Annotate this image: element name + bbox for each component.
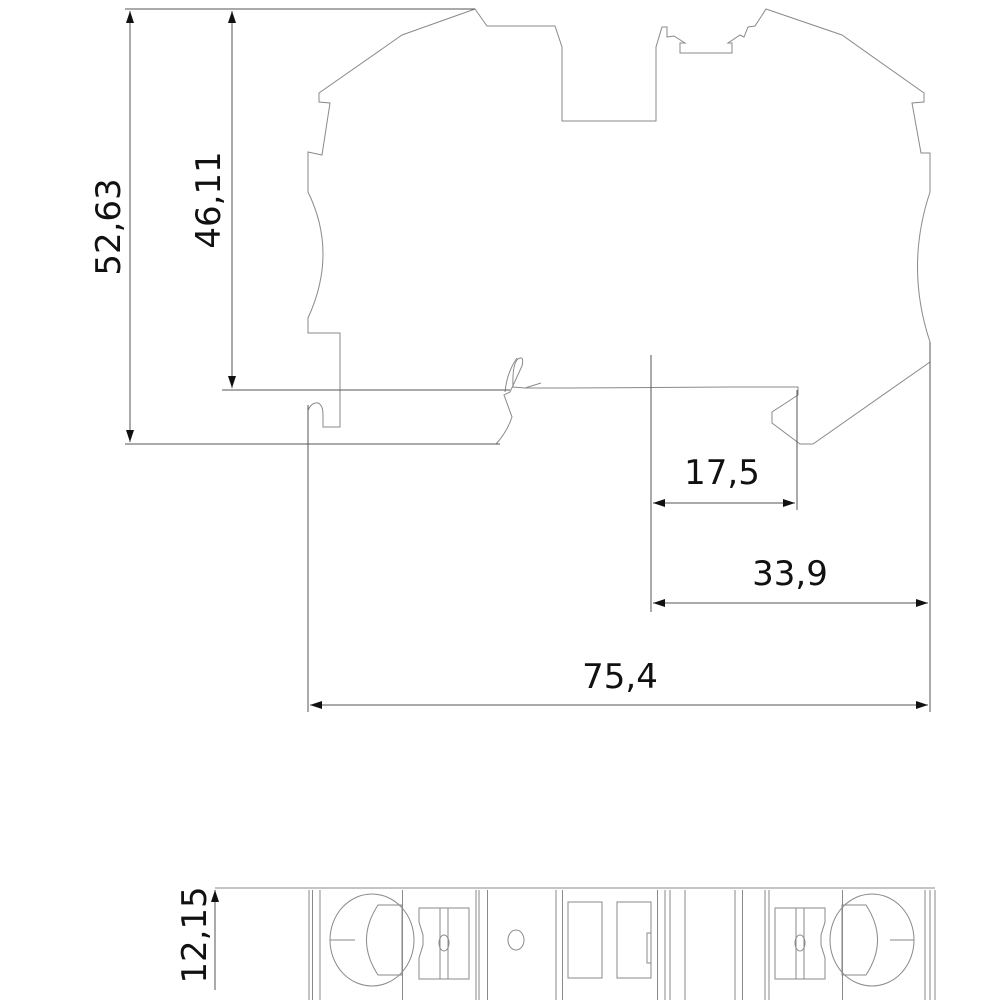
dim-half-depth: 33,9 — [752, 554, 828, 594]
dim-overall-depth: 75,4 — [582, 657, 658, 697]
dim-width: 12,15 — [175, 886, 215, 983]
dim-height-to-rail: 46,11 — [189, 151, 229, 248]
dimension-lines — [125, 8, 931, 712]
terminal-block-side-view — [307, 8, 931, 445]
dim-overall-height: 52,63 — [89, 178, 129, 275]
terminal-block-top-view — [211, 887, 936, 1000]
dim-rail-offset: 17,5 — [684, 453, 760, 493]
